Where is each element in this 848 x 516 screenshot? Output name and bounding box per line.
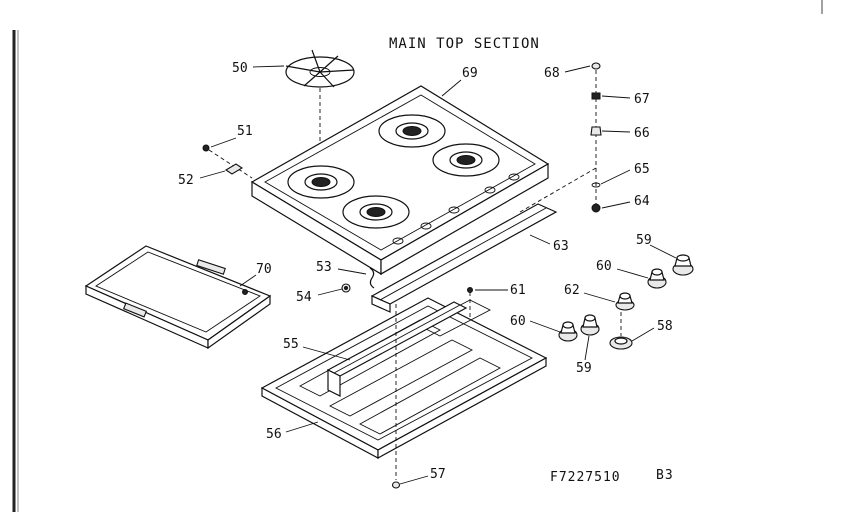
small-fasteners (341, 267, 473, 489)
screw-and-clip (202, 144, 253, 179)
part-label-70: 70 (256, 262, 272, 277)
burner-front-right (342, 195, 410, 229)
knob-58 (609, 312, 633, 350)
part-label-52: 52 (178, 173, 194, 188)
knob-60-lower (558, 321, 578, 342)
part-label-58: 58 (657, 319, 673, 334)
part-label-56: 56 (266, 427, 282, 442)
fastener-stack (519, 62, 602, 213)
part-label-64: 64 (634, 194, 650, 209)
part-label-62: 62 (564, 283, 580, 298)
burner-box-base (260, 297, 548, 460)
drawing-code: F7227510 (550, 470, 621, 485)
part-label-50: 50 (232, 61, 248, 76)
part-label-59-lower: 59 (576, 361, 592, 376)
burner-rear-left (378, 114, 446, 148)
part-label-68: 68 (544, 66, 560, 81)
manifold-bracket-part (370, 203, 558, 313)
knob-60-upper (647, 268, 667, 289)
part-label-63: 63 (553, 239, 569, 254)
part-label-65: 65 (634, 162, 650, 177)
control-knob-holes (392, 173, 520, 245)
part-label-51: 51 (237, 124, 253, 139)
part-label-61: 61 (510, 283, 526, 298)
knob-59-upper (672, 254, 694, 276)
burner-rear-right (432, 143, 500, 177)
part-label-60-upper: 60 (596, 259, 612, 274)
part-label-55: 55 (283, 337, 299, 352)
part-label-66: 66 (634, 126, 650, 141)
part-label-54: 54 (296, 290, 312, 305)
part-label-59-upper: 59 (636, 233, 652, 248)
burner-front-left (287, 165, 355, 199)
part-labels: 50 69 68 67 66 51 52 65 64 59 63 60 70 5… (178, 61, 673, 482)
access-panel-part (84, 245, 272, 350)
knob-62 (615, 292, 635, 311)
part-label-57: 57 (430, 467, 446, 482)
part-label-60-lower: 60 (510, 314, 526, 329)
sheet-number: B3 (656, 468, 674, 483)
burner-grate-part (285, 49, 355, 180)
leader-lines (199, 65, 677, 485)
knob-59-lower (580, 314, 600, 336)
cooktop-main-top (250, 85, 550, 276)
cross-brace-part (326, 301, 468, 397)
part-label-53: 53 (316, 260, 332, 275)
part-label-67: 67 (634, 92, 650, 107)
control-knobs (558, 254, 694, 350)
part-label-69: 69 (462, 66, 478, 81)
diagram-title: MAIN TOP SECTION (389, 36, 540, 52)
